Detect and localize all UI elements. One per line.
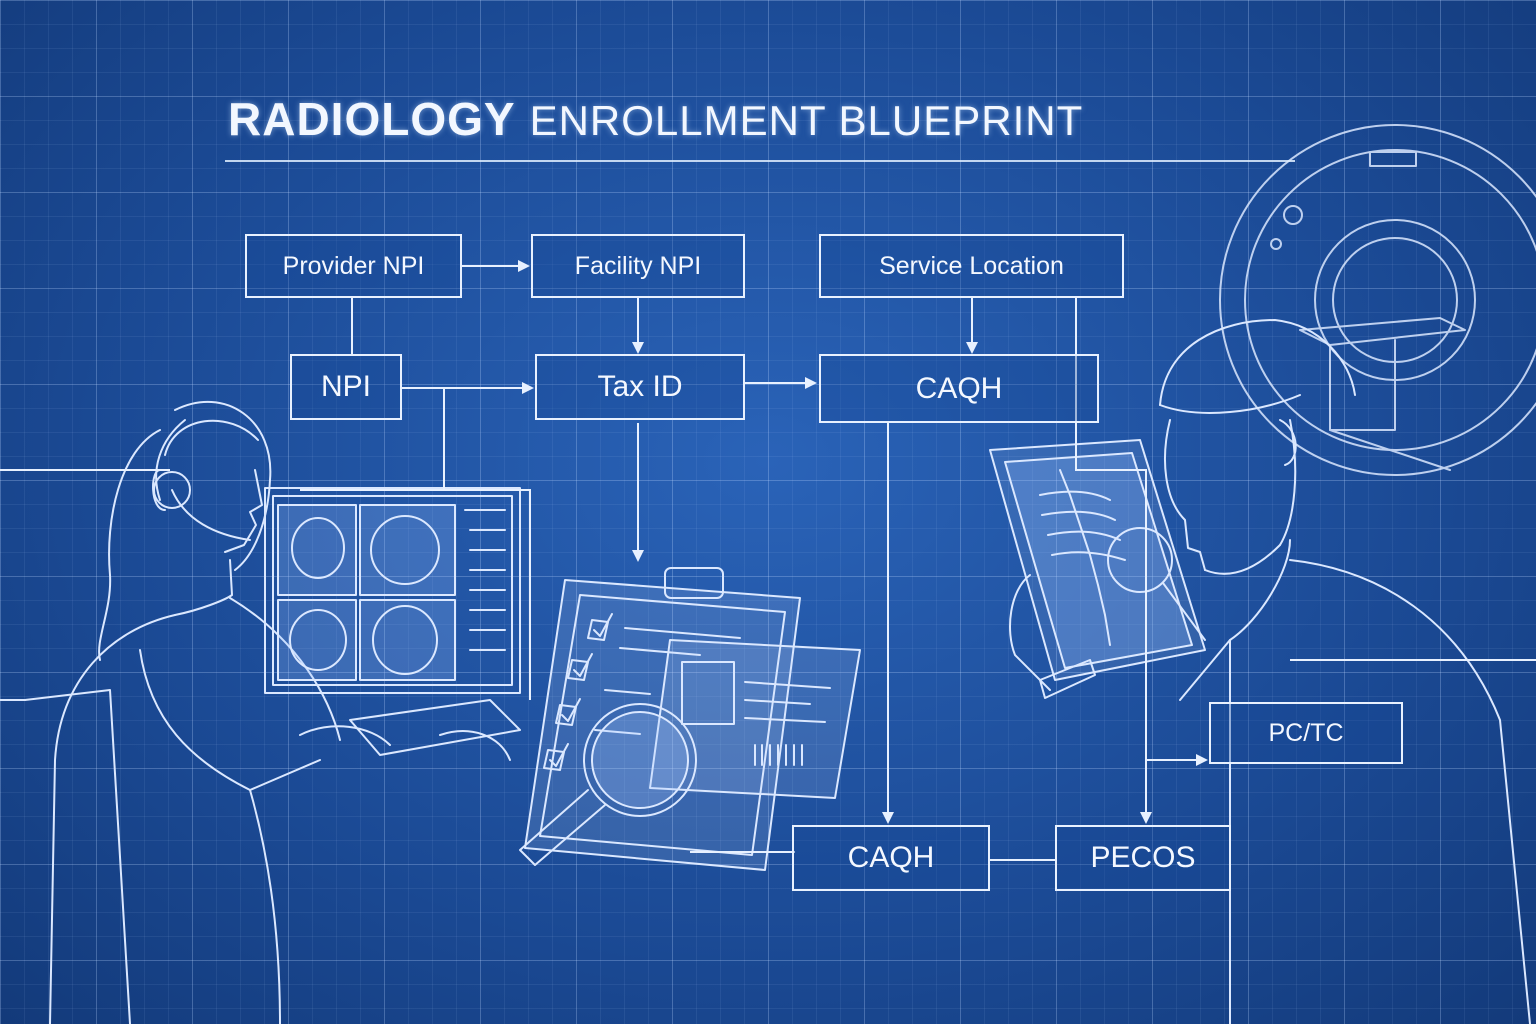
title-bold: RADIOLOGY: [228, 93, 516, 145]
node-label: PC/TC: [1269, 719, 1344, 748]
node-label: CAQH: [848, 841, 935, 875]
node-tax-id: Tax ID: [535, 354, 745, 420]
node-facility-npi: Facility NPI: [531, 234, 745, 298]
node-service-location: Service Location: [819, 234, 1124, 298]
node-label: Tax ID: [597, 370, 682, 404]
node-provider-npi: Provider NPI: [245, 234, 462, 298]
node-pecos: PECOS: [1055, 825, 1231, 891]
node-label: Service Location: [879, 252, 1064, 281]
node-label: Provider NPI: [283, 252, 425, 281]
title-regular: ENROLLMENT BLUEPRINT: [530, 97, 1084, 144]
node-caqh-top: CAQH: [819, 354, 1099, 423]
node-label: NPI: [321, 370, 371, 404]
node-label: Facility NPI: [575, 252, 701, 281]
node-npi: NPI: [290, 354, 402, 420]
node-label: PECOS: [1090, 841, 1195, 875]
title-underline: [225, 160, 1295, 162]
node-caqh-bottom: CAQH: [792, 825, 990, 891]
node-pc-tc: PC/TC: [1209, 702, 1403, 764]
page-title: RADIOLOGY ENROLLMENT BLUEPRINT: [228, 92, 1308, 162]
node-label: CAQH: [916, 372, 1003, 406]
